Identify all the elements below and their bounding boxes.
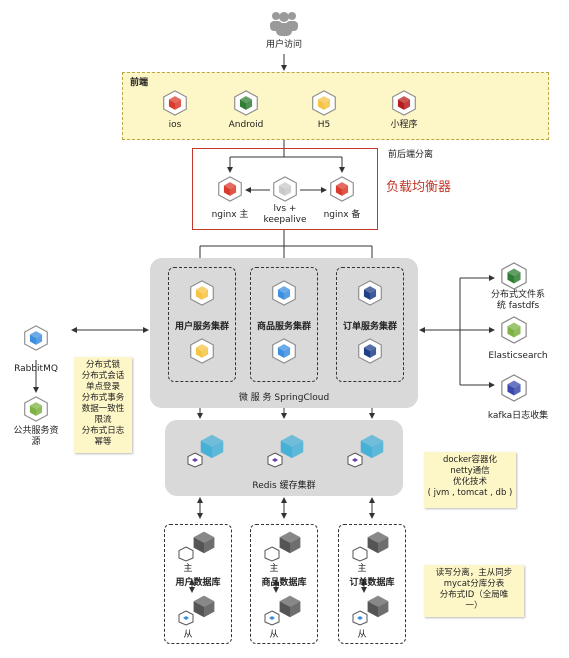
rabbitmq-icon xyxy=(24,325,48,351)
service-2-top-icon xyxy=(358,280,382,306)
note-line: 分布式日志 xyxy=(81,426,125,436)
note-line: 分布式锁 xyxy=(85,360,120,370)
database-cluster-1 xyxy=(250,524,318,644)
redis-node-1-icon xyxy=(280,434,304,459)
service-0-top-icon xyxy=(190,280,214,306)
db-slave-label: 从 xyxy=(269,630,279,640)
user-label: 用户访问 xyxy=(265,40,302,50)
db-0-master-box-icon xyxy=(178,546,194,562)
db-0-master-icon xyxy=(193,531,215,554)
users-icon xyxy=(270,12,298,36)
service-0-bottom-icon xyxy=(190,338,214,364)
fastdfs-icon xyxy=(501,262,527,290)
lb-node-label: nginx 主 xyxy=(211,210,249,220)
service-2-bottom-icon xyxy=(358,338,382,364)
db-2-slave-box-icon xyxy=(352,610,368,626)
frontend-2-icon xyxy=(312,90,336,116)
lb-node-label: nginx 备 xyxy=(323,210,361,220)
frontend-0-icon xyxy=(163,90,187,116)
redis-panel xyxy=(165,420,403,496)
db-label: 用户数据库 xyxy=(175,578,221,588)
db-label: 订单数据库 xyxy=(349,578,395,588)
service-cluster-1 xyxy=(250,267,318,382)
note-line: 优化技术 xyxy=(452,477,487,487)
rabbitmq-label: RabbitMQ xyxy=(14,364,58,374)
service-1-top-icon xyxy=(272,280,296,306)
note-line: 限流 xyxy=(94,415,112,425)
frontend-1-icon xyxy=(234,90,258,116)
service-cluster-2 xyxy=(336,267,404,382)
lb-node-0-icon xyxy=(218,176,242,202)
fastdfs-label: 分布式文件系统 fastdfs xyxy=(490,290,545,311)
note-line: 一） xyxy=(465,601,483,611)
db-1-slave-box-icon xyxy=(264,610,280,626)
redis-label: Redis 缓存集群 xyxy=(252,481,316,491)
db-master-label: 主 xyxy=(183,564,193,574)
database-cluster-2 xyxy=(338,524,406,644)
redis-node-0-icon xyxy=(200,434,224,459)
lb-node-1-icon xyxy=(273,176,297,202)
note-line: 数据一致性 xyxy=(81,404,125,414)
note-line: 分布式ID（全局唯 xyxy=(439,590,509,600)
note-line: ( jvm , tomcat , db ) xyxy=(427,488,513,498)
redis-node-2-box-icon xyxy=(347,452,363,468)
elasticsearch-label: Elasticsearch xyxy=(488,351,548,361)
public-resource-label: 公共服务资源 xyxy=(13,426,59,447)
db-label: 商品数据库 xyxy=(261,578,307,588)
kafka-label: kafka日志收集 xyxy=(487,411,549,421)
frontend-item-label: ios xyxy=(168,120,182,130)
frontend-item-label: Android xyxy=(228,120,264,130)
service-cluster-label: 商品服务集群 xyxy=(256,322,311,332)
redis-node-2-icon xyxy=(360,434,384,459)
public-resource-icon xyxy=(24,396,48,422)
database-cluster-0 xyxy=(164,524,232,644)
db-master-label: 主 xyxy=(357,564,367,574)
db-slave-label: 从 xyxy=(183,630,193,640)
load-balancer-box xyxy=(192,148,378,230)
load-balancer-title: 负载均衡器 xyxy=(386,180,452,195)
db-master-label: 主 xyxy=(269,564,279,574)
note-line: 单点登录 xyxy=(85,382,120,392)
db-1-slave-icon xyxy=(279,595,301,618)
redis-node-1-box-icon xyxy=(267,452,283,468)
db-1-master-icon xyxy=(279,531,301,554)
kafka-icon xyxy=(501,374,527,402)
microservices-label: 微 服 务 SpringCloud xyxy=(238,393,330,403)
frontend-item-label: 小程序 xyxy=(390,120,418,130)
db-0-slave-icon xyxy=(193,595,215,618)
frontend-item-label: H5 xyxy=(317,120,331,130)
db-0-slave-box-icon xyxy=(178,610,194,626)
frontend-title: 前端 xyxy=(130,78,149,88)
service-1-bottom-icon xyxy=(272,338,296,364)
note-line: docker容器化 xyxy=(442,455,498,465)
service-cluster-label: 用户服务集群 xyxy=(174,322,229,332)
frontend-3-icon xyxy=(392,90,416,116)
lb-node-2-icon xyxy=(330,176,354,202)
service-cluster-label: 订单服务集群 xyxy=(342,322,397,332)
db-2-slave-icon xyxy=(367,595,389,618)
distributed-note: 分布式锁分布式会话单点登录分布式事务数据一致性限流分布式日志幂等 xyxy=(74,357,132,453)
note-line: 分布式会话 xyxy=(81,371,125,381)
db-2-master-box-icon xyxy=(352,546,368,562)
note-line: netty通信 xyxy=(450,466,490,476)
lb-node-label: lvs + xyxy=(273,204,297,214)
separation-label: 前后端分离 xyxy=(388,150,434,160)
note-line: 幂等 xyxy=(94,437,112,447)
db-1-master-box-icon xyxy=(264,546,280,562)
note-line: 读写分离，主从同步 xyxy=(435,568,513,578)
db-slave-label: 从 xyxy=(357,630,367,640)
elasticsearch-icon xyxy=(501,316,527,344)
db-2-master-icon xyxy=(367,531,389,554)
redis-node-0-box-icon xyxy=(187,452,203,468)
note-line: 分布式事务 xyxy=(81,393,125,403)
lb-node-label: keepalive xyxy=(263,215,307,225)
service-cluster-0 xyxy=(168,267,236,382)
note-line: mycat分库分表 xyxy=(443,579,505,589)
